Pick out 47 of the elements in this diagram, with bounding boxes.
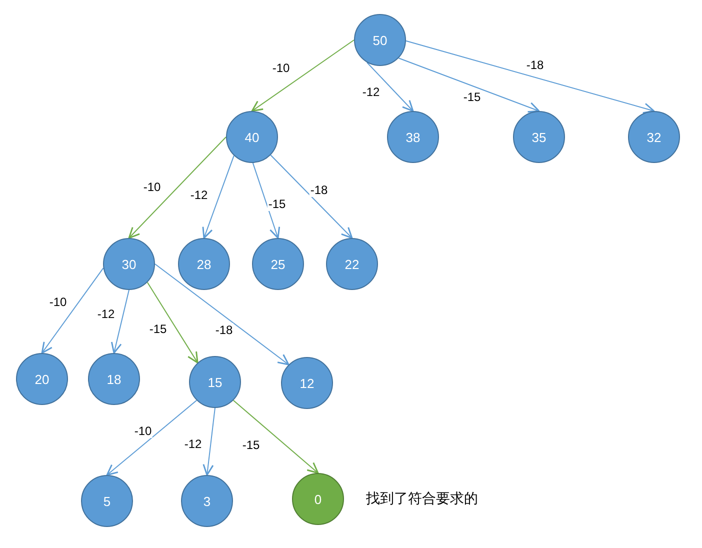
edge-label: -12 [183,437,203,451]
tree-node: 15 [189,356,241,408]
arrow [251,40,354,112]
tree-node: 40 [226,111,278,163]
tree-node: 32 [628,111,680,163]
edge-label: -12 [96,307,116,321]
edge-label: -15 [148,322,168,336]
arrow [406,40,655,114]
arrow [366,62,414,112]
edge-label: -10 [48,295,68,309]
arrow [252,162,280,239]
tree-node: 28 [178,238,230,290]
edge-label: -18 [309,183,329,197]
tree-node: 30 [103,238,155,290]
tree-node: 5 [81,475,133,527]
arrow [270,154,353,239]
node-note: 找到了符合要求的 [366,490,478,508]
tree-node: 25 [252,238,304,290]
edge-label: -15 [241,438,261,452]
tree-node: 35 [513,111,565,163]
arrow [146,282,198,364]
tree-node: 18 [88,353,140,405]
tree-node: 38 [387,111,439,163]
arrow [154,264,290,366]
edge-label: -18 [525,58,545,72]
edge-label: -10 [271,61,291,75]
arrow [128,136,226,239]
edge-label: -10 [142,180,162,194]
arrow [106,400,198,476]
arrow [398,58,540,113]
arrow [202,155,234,239]
tree-node: 3 [181,475,233,527]
edge-label: -15 [462,90,482,104]
arrow [41,268,104,354]
edge-label: -18 [214,323,234,337]
edge-label: -15 [267,197,287,211]
edge-label: -12 [361,85,381,99]
arrow [232,400,319,474]
arrow [202,408,216,476]
tree-node: 50 [354,14,406,66]
tree-node: 12 [281,357,333,409]
edge-label: -12 [189,188,209,202]
edge-label: -10 [133,424,153,438]
tree-node: 22 [326,238,378,290]
tree-node: 0 [292,473,344,525]
arrow [110,290,130,354]
tree-node: 20 [16,353,68,405]
